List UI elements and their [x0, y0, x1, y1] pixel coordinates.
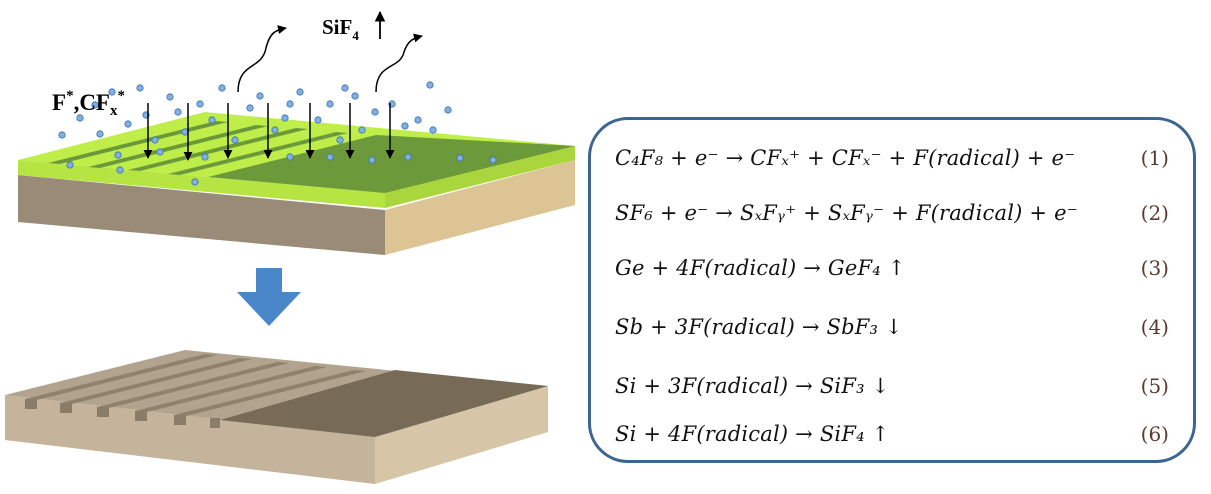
film-front [18, 160, 385, 208]
equation-row-3: Ge + 4F(radical) → GeF₄ ↑ (3) [615, 253, 1169, 283]
film-side [385, 146, 575, 208]
plasma-particle [218, 84, 226, 92]
substrate-front [18, 175, 385, 255]
plasma-particle [404, 153, 412, 161]
equation-row-6: Si + 4F(radical) → SiF₄ ↑ (6) [615, 419, 1169, 449]
plasma-particle [116, 166, 124, 174]
equation-3: Ge + 4F(radical) → GeF₄ ↑ [615, 256, 906, 280]
plasma-particle [281, 114, 289, 122]
equation-row-2: SF₆ + e⁻ → SₓFᵧ⁺ + SₓFᵧ⁻ + F(radical) + … [615, 198, 1169, 228]
equation-number-3: (3) [1140, 256, 1169, 280]
plasma-particle [401, 122, 409, 130]
plasma-particle [414, 116, 422, 124]
equation-number-2: (2) [1140, 201, 1169, 225]
plasma-particle [246, 104, 254, 112]
product-arrow [375, 33, 423, 93]
equation-number-6: (6) [1140, 422, 1169, 446]
plasma-particle [271, 126, 279, 134]
plasma-particle [371, 108, 379, 116]
plasma-particle [286, 153, 294, 161]
plasma-particle [196, 100, 204, 108]
plasma-particle [256, 92, 264, 100]
etched-side [375, 386, 548, 484]
plasma-particle [358, 126, 366, 134]
equation-row-4: Sb + 3F(radical) → SbF₃ ↓ (4) [615, 312, 1169, 342]
plasma-particle [124, 120, 132, 128]
plasma-particle [208, 116, 216, 124]
plasma-particle [174, 108, 182, 116]
plasma-particle [96, 130, 104, 138]
plasma-particle [76, 114, 84, 122]
plasma-particle [114, 151, 122, 159]
equation-1: C₄F₈ + e⁻ → CFₓ⁺ + CFₓ⁻ + F(radical) + e… [615, 146, 1076, 170]
plasma-particle [314, 116, 322, 124]
plasma-particle [368, 156, 376, 164]
plasma-particle [66, 161, 74, 169]
plasma-particle [426, 81, 434, 89]
etched-flat-region [220, 370, 548, 437]
substrate-side [385, 160, 575, 255]
plasma-particle [136, 84, 144, 92]
equation-number-1: (1) [1140, 146, 1169, 170]
equation-number-5: (5) [1140, 374, 1169, 398]
plasma-particle [231, 136, 239, 144]
etched-grooves [25, 354, 366, 416]
etchant-arrows [143, 103, 395, 161]
plasma-particle [296, 88, 304, 96]
plasma-particle [429, 126, 437, 134]
plasma-particle [58, 131, 66, 139]
equation-4: Sb + 3F(radical) → SbF₃ ↓ [615, 315, 903, 339]
plasma-particle [191, 178, 199, 186]
plasma-particle [108, 88, 116, 96]
equation-5: Si + 3F(radical) → SiF₃ ↓ [615, 374, 890, 398]
equation-number-4: (4) [1140, 315, 1169, 339]
process-arrow-icon [237, 268, 301, 326]
plasma-particle [156, 148, 164, 156]
equation-row-1: C₄F₈ + e⁻ → CFₓ⁺ + CFₓ⁻ + F(radical) + e… [615, 143, 1169, 173]
etched-front [5, 395, 375, 484]
groove-notches [25, 399, 220, 428]
plasma-particle [91, 101, 99, 109]
film-flat-region [208, 135, 575, 193]
plasma-particle [201, 153, 209, 161]
product-gas-label: SiF4 [322, 15, 359, 43]
equation-row-5: Si + 3F(radical) → SiF₃ ↓ (5) [615, 371, 1169, 401]
plasma-particle [326, 100, 334, 108]
plasma-particles [58, 81, 497, 186]
plasma-particle [351, 92, 359, 100]
equation-6: Si + 4F(radical) → SiF₄ ↑ [615, 422, 890, 446]
plasma-particle [456, 154, 464, 162]
plasma-particle [166, 93, 174, 101]
equations-box: C₄F₈ + e⁻ → CFₓ⁺ + CFₓ⁻ + F(radical) + e… [588, 117, 1196, 463]
substrate-after-etching [5, 350, 548, 484]
plasma-particle [489, 156, 497, 164]
plasma-particle [444, 106, 452, 114]
plasma-particle [326, 153, 334, 161]
plasma-particle [151, 136, 159, 144]
plasma-particle [341, 84, 349, 92]
etchant-species-label: F*,CFx* [52, 88, 125, 119]
equation-2: SF₆ + e⁻ → SₓFᵧ⁺ + SₓFᵧ⁻ + F(radical) + … [615, 201, 1079, 225]
plasma-particle [336, 136, 344, 144]
product-arrow [237, 25, 287, 93]
plasma-particle [286, 100, 294, 108]
plasma-particle [181, 128, 189, 136]
